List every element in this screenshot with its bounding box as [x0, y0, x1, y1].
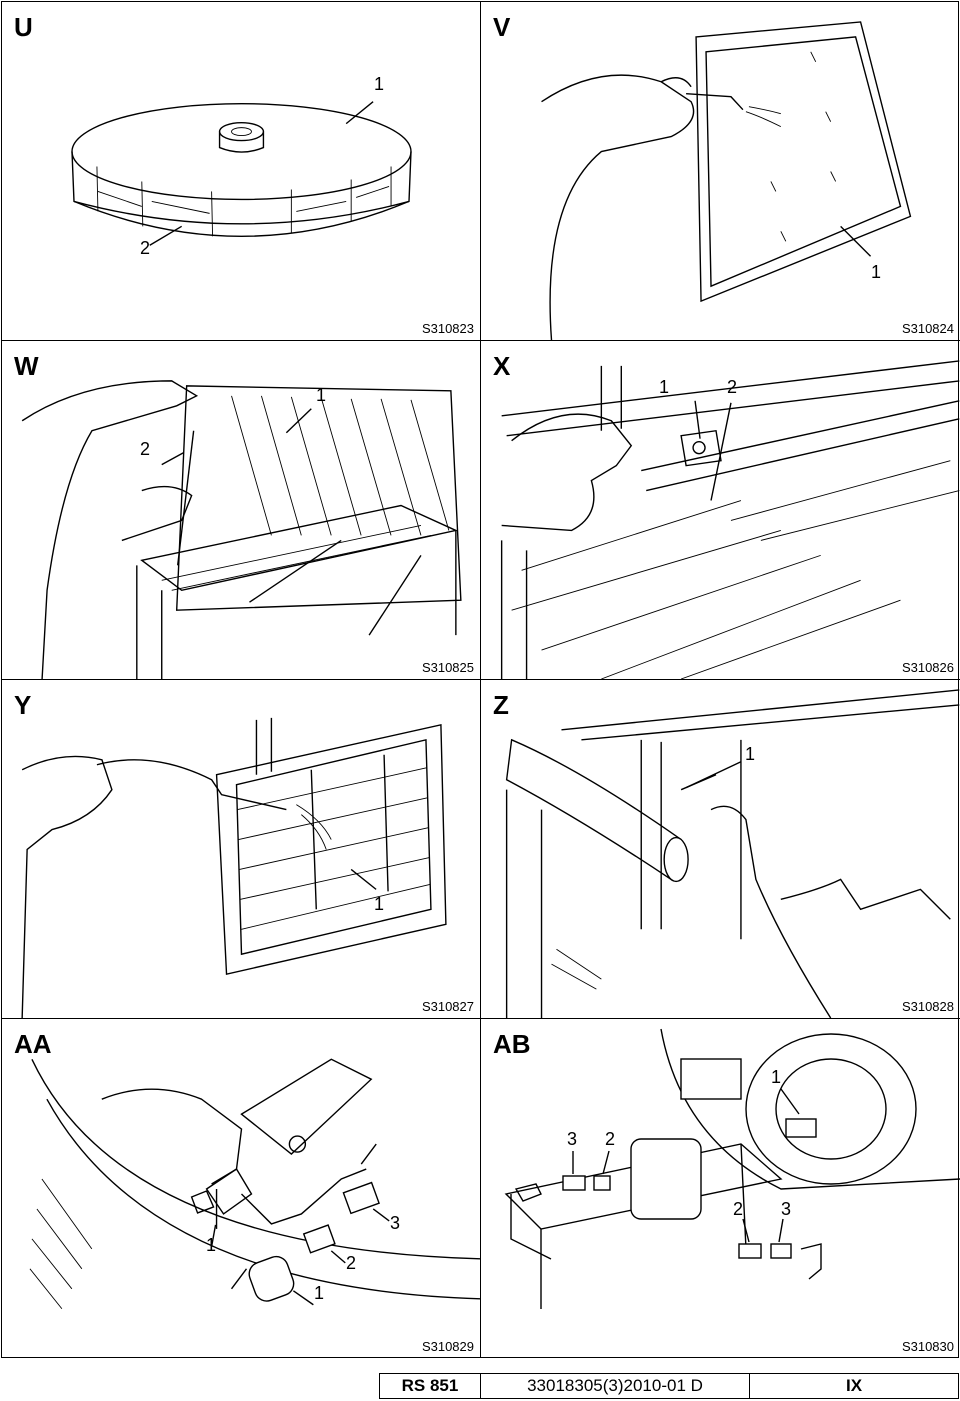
- panel-w: W 1 2 S310825: [2, 341, 481, 680]
- model-number: RS 851: [379, 1373, 481, 1399]
- page-number: IX: [749, 1373, 959, 1399]
- panel-label: AB: [493, 1029, 531, 1059]
- illustration-valve-assembly: [504, 1028, 960, 1309]
- callout-1: 1: [659, 377, 670, 397]
- callout-2: 2: [140, 439, 151, 459]
- callout-1: 1: [206, 1235, 217, 1255]
- panel-ab: AB 1 3 2 2 3 S310830: [481, 1019, 960, 1358]
- callout-1: 1: [871, 262, 882, 282]
- callout-3: 3: [390, 1213, 401, 1233]
- illustration-rail-bolt: [500, 360, 960, 679]
- figure-code: S310828: [901, 999, 954, 1014]
- callout-1: 1: [745, 744, 756, 764]
- callout-2: 2: [605, 1129, 616, 1149]
- panel-label: U: [14, 12, 33, 42]
- figure-code: S310827: [421, 999, 474, 1014]
- callout-1: 1: [771, 1067, 782, 1087]
- callout-1: 1: [374, 894, 385, 914]
- panel-u: U 1 2 S310823: [2, 2, 481, 341]
- callout-1b: 1: [314, 1283, 325, 1303]
- panel-aa: AA 1 3 2 1 S310829: [2, 1019, 481, 1358]
- figure-code: S310830: [901, 1339, 954, 1354]
- panel-z: Z 1 S310828: [481, 680, 960, 1019]
- panel-label: W: [14, 351, 39, 381]
- panel-label: V: [493, 12, 511, 42]
- illustration-nozzle-disassembly: [29, 1058, 480, 1310]
- figure-code: S310826: [901, 660, 954, 675]
- illustration-coil-nozzle: [505, 689, 960, 1018]
- panel-label: X: [493, 351, 511, 381]
- figure-code: S310829: [421, 1339, 474, 1354]
- callout-3: 3: [567, 1129, 578, 1149]
- callout-1: 1: [316, 385, 327, 405]
- figure-code: S310823: [421, 321, 474, 336]
- panel-x: X 1 2 S310826: [481, 341, 960, 680]
- callout-2: 2: [140, 238, 151, 258]
- document-number: 33018305(3)2010-01 D: [480, 1373, 750, 1399]
- panel-v: V 1 S310824: [481, 2, 960, 341]
- panel-y: Y 1 S310827: [2, 680, 481, 1019]
- panel-label: Z: [493, 690, 509, 720]
- callout-2b: 2: [733, 1199, 744, 1219]
- illustration-grille-brush: [21, 380, 462, 679]
- illustration-filter-spray: [541, 21, 912, 340]
- figure-sheet: U 1 2 S310823 V 1 S310824: [1, 1, 960, 1358]
- callout-2: 2: [346, 1253, 357, 1273]
- illustration-fan-wheel: [71, 101, 412, 246]
- panel-label: AA: [14, 1029, 52, 1059]
- callout-1: 1: [374, 74, 385, 94]
- illustration-frame-spray: [21, 717, 447, 1018]
- page-footer: RS 851 33018305(3)2010-01 D IX: [1, 1373, 959, 1399]
- callout-2: 2: [727, 377, 738, 397]
- panel-label: Y: [14, 690, 32, 720]
- callout-3b: 3: [781, 1199, 792, 1219]
- figure-code: S310824: [901, 321, 954, 336]
- figure-code: S310825: [421, 660, 474, 675]
